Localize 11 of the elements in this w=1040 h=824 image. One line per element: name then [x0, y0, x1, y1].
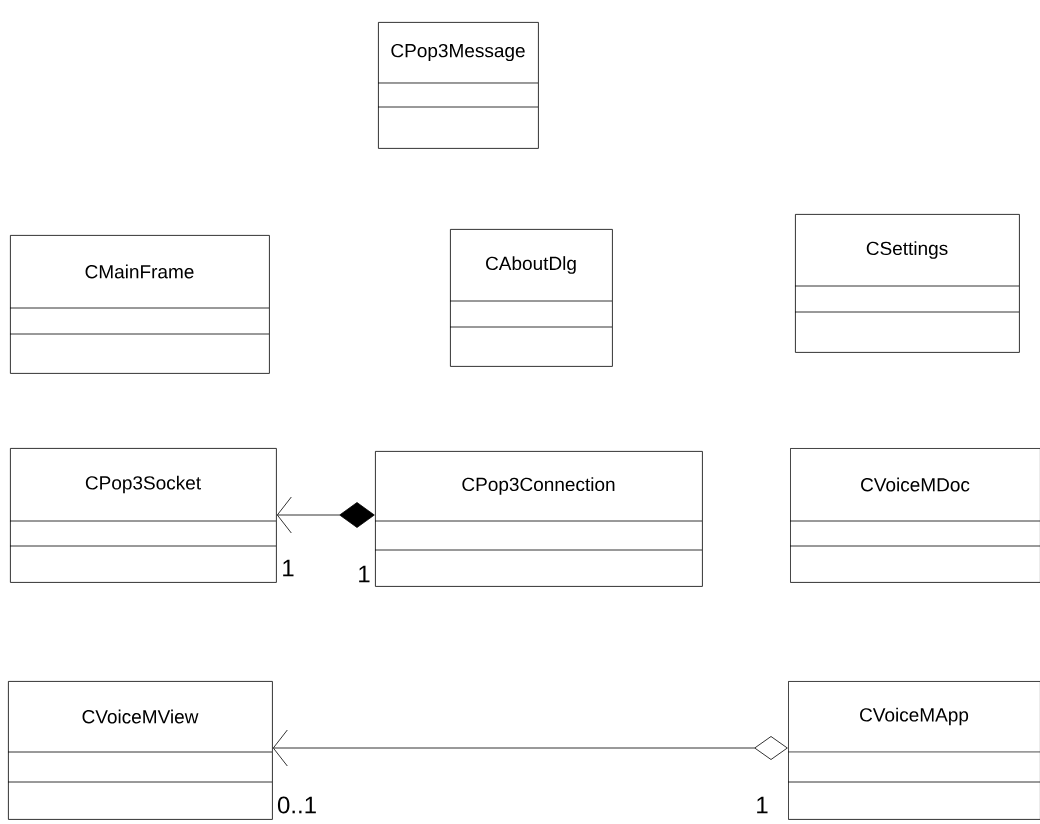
class-box: CPop3Message	[377, 22, 539, 149]
class-box: CMainFrame	[9, 235, 270, 374]
composition-arrow	[276, 496, 375, 534]
class-box: CVoiceMDoc	[789, 448, 1040, 583]
class-box: CSettings	[794, 214, 1020, 353]
class-box: CPop3Socket	[9, 448, 277, 583]
class-box: CVoiceMView	[7, 681, 273, 820]
class-box: CVoiceMApp	[787, 681, 1040, 820]
class-box: CPop3Connection	[374, 451, 703, 587]
class-box: CAboutDlg	[449, 229, 613, 367]
aggregation-arrow	[272, 729, 788, 767]
